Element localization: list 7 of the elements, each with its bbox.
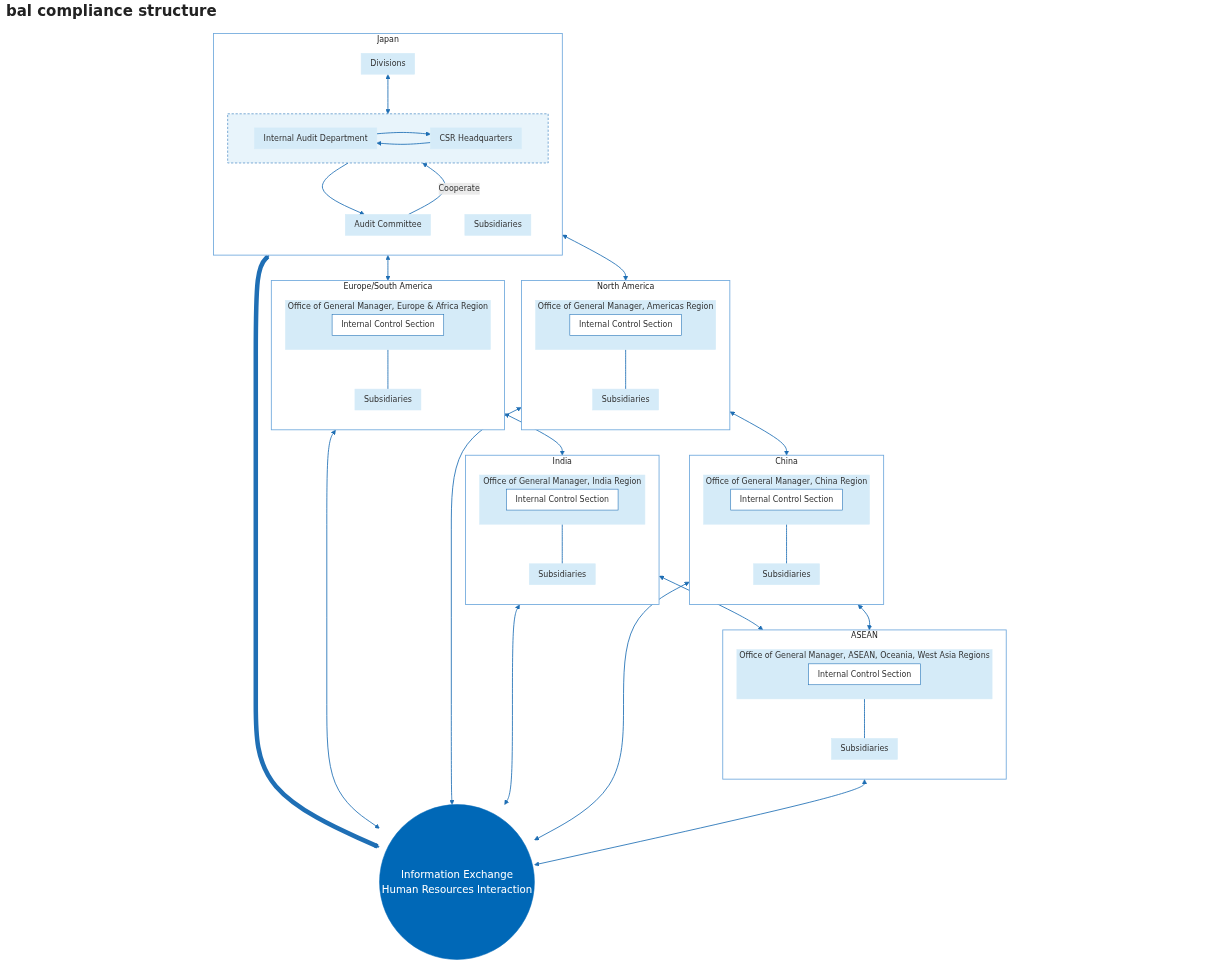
connector [864, 697, 866, 739]
cluster [227, 113, 549, 163]
connector [625, 348, 627, 390]
connector [561, 523, 563, 564]
diagram-title: bal compliance structure [6, 2, 217, 20]
node-circle: Information Exchange Human Resources Interaction [379, 803, 535, 960]
connector [786, 523, 788, 564]
